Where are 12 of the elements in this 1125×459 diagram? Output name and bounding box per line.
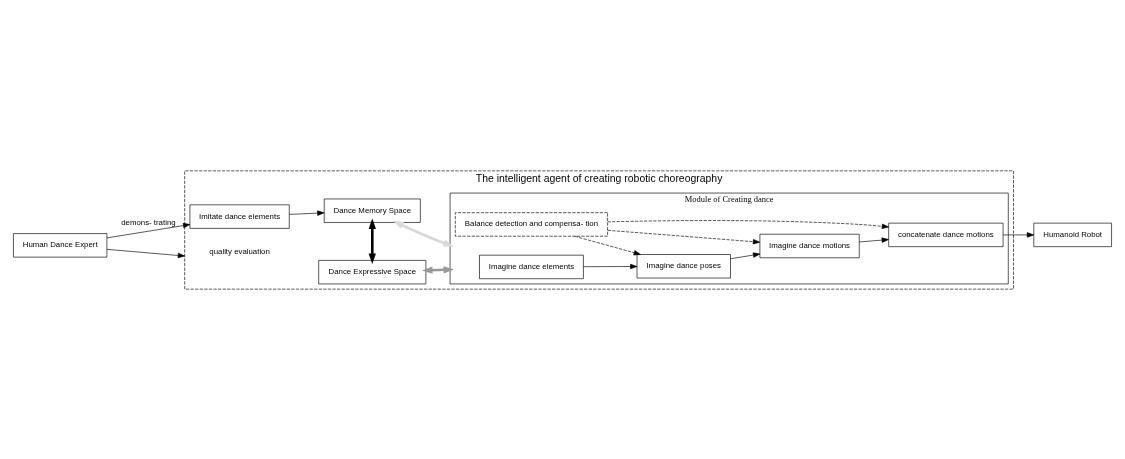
arrow (730, 251, 761, 259)
arrow (607, 219, 889, 229)
arrow (106, 248, 185, 258)
arrow (574, 235, 641, 255)
arrow (106, 222, 191, 238)
arrow (289, 210, 325, 216)
arrow (607, 229, 761, 244)
arrow (392, 220, 454, 247)
arrow (1002, 231, 1035, 237)
arrow (368, 218, 376, 264)
arrow (859, 237, 889, 243)
arrow (583, 263, 638, 269)
